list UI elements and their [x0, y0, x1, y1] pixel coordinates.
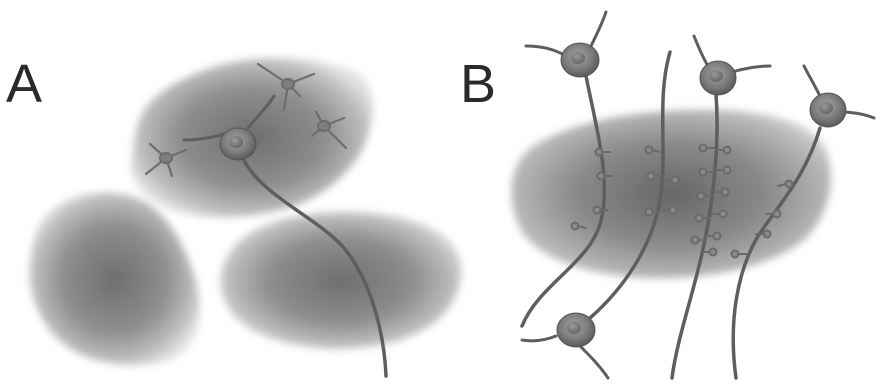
tissue-blob-right: [221, 212, 462, 349]
dendrite: [580, 346, 608, 378]
dendrite: [526, 46, 566, 56]
dendrite: [694, 36, 708, 66]
nucleus: [229, 136, 243, 148]
panel-b-label: B: [460, 54, 496, 114]
nucleus: [571, 52, 585, 64]
dendrite: [804, 66, 820, 96]
tissue-blob-large: [511, 110, 831, 278]
nucleus: [709, 70, 723, 82]
panel-a: A: [6, 54, 461, 376]
nucleus: [567, 322, 581, 334]
tissue-blob-left: [29, 192, 199, 365]
panel-b: B: [460, 12, 874, 378]
panel-a-label: A: [6, 54, 42, 114]
nucleus: [819, 102, 833, 114]
dendrite: [522, 336, 556, 341]
dendrite: [732, 66, 770, 72]
dendrite: [590, 12, 606, 48]
